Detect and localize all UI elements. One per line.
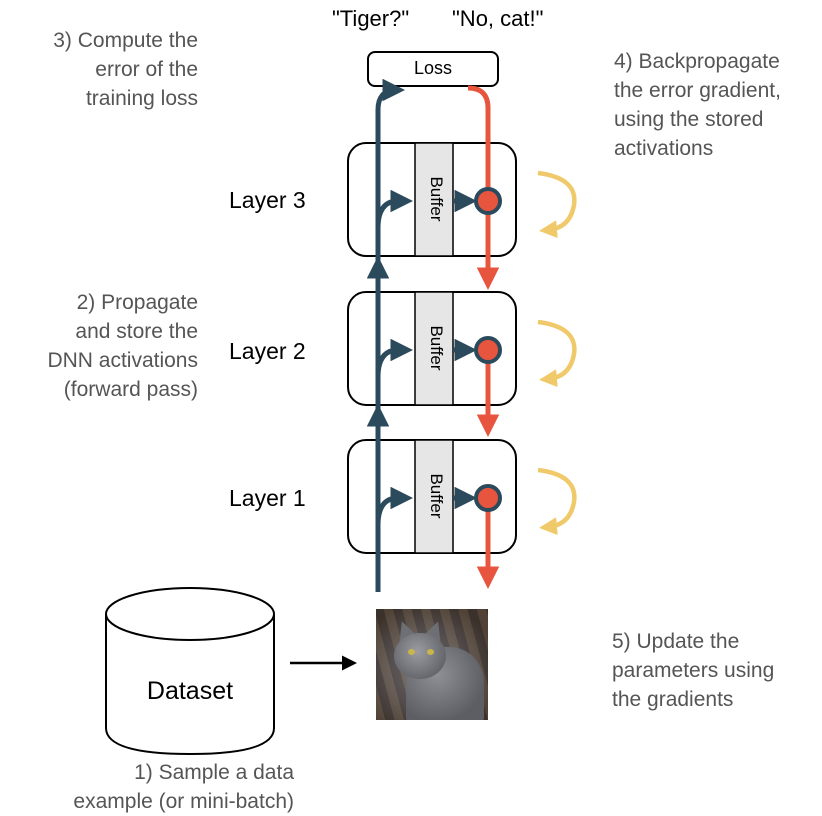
layer-1-label: Layer 1 bbox=[229, 485, 306, 511]
label-quote: "No, cat!" bbox=[452, 6, 544, 31]
step-3-text: 3) Compute the error of the training los… bbox=[53, 29, 198, 110]
layer-2-buffer bbox=[414, 291, 454, 406]
gradient-nodes bbox=[474, 187, 502, 512]
step-4-text: 4) Backpropagate the error gradient, usi… bbox=[614, 50, 781, 160]
backward-pass-arrows bbox=[467, 85, 500, 589]
layer-3-box bbox=[347, 142, 517, 257]
loss-label: Loss bbox=[413, 58, 453, 78]
layer-2-buffer-label: Buffer bbox=[427, 325, 446, 371]
layer-3-label: Layer 3 bbox=[229, 187, 306, 213]
loss-box bbox=[367, 51, 499, 87]
layer-2-box bbox=[347, 291, 517, 406]
layer-1-buffer-label: Buffer bbox=[427, 473, 446, 519]
forward-pass-arrows bbox=[366, 78, 477, 592]
step-5-text: 5) Update the parameters using the gradi… bbox=[612, 630, 775, 711]
layer-3-buffer bbox=[414, 142, 454, 257]
dataset-label: Dataset bbox=[146, 677, 234, 705]
layer-3-buffer-label: Buffer bbox=[427, 176, 446, 222]
layer-1-box bbox=[347, 439, 517, 554]
prediction-quote: "Tiger?" bbox=[332, 6, 410, 31]
cat-photo bbox=[376, 609, 488, 720]
step-2-text: 2) Propagate and store the DNN activatio… bbox=[47, 291, 198, 401]
step-1-text: 1) Sample a data example (or mini-batch) bbox=[73, 761, 294, 813]
layer-2-label: Layer 2 bbox=[229, 338, 306, 364]
dataset-cylinder-icon bbox=[105, 587, 275, 756]
layer-1-buffer bbox=[414, 439, 454, 554]
parameter-update-arrows bbox=[537, 170, 577, 536]
